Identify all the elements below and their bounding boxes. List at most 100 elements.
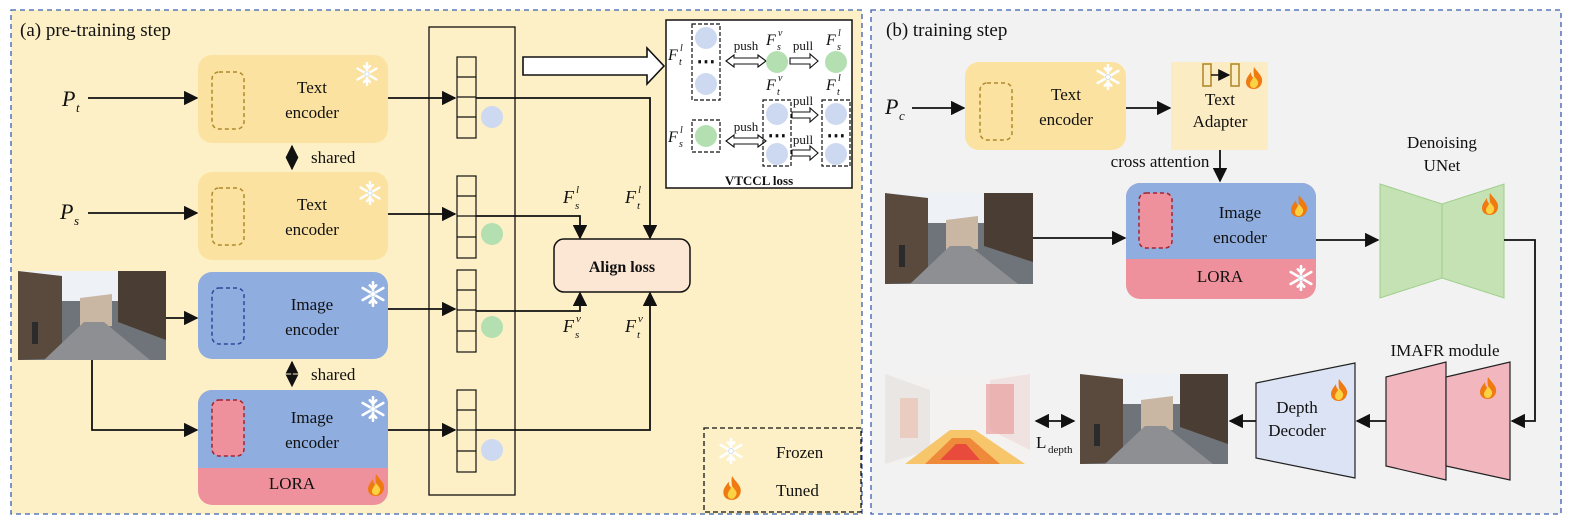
svg-text:IMAFR module: IMAFR module (1390, 341, 1499, 360)
shared-label-2: shared (311, 365, 356, 384)
input-pc: P c (884, 94, 905, 123)
svg-text:encoder: encoder (1213, 228, 1267, 247)
svg-text:depth: depth (1048, 444, 1073, 456)
svg-text:l: l (838, 28, 841, 39)
svg-text:c: c (899, 108, 905, 123)
depth-decoder: Depth Decoder (1255, 362, 1356, 479)
street-image-b1 (885, 193, 1033, 284)
svg-text:v: v (638, 313, 643, 325)
label-fs-v: F v s (562, 313, 581, 341)
pull-label-3: pull (793, 132, 814, 147)
street-image-b2 (1080, 374, 1228, 464)
text-adapter: Text Adapter (1171, 62, 1268, 150)
svg-text:F: F (624, 187, 637, 207)
imafr-module: IMAFR module (1385, 341, 1511, 481)
shared-label-1: shared (311, 148, 356, 167)
svg-text:Text: Text (1205, 90, 1235, 109)
svg-text:Image: Image (1219, 203, 1261, 222)
feature-stack-2 (456, 175, 477, 259)
svg-text:⋯: ⋯ (697, 52, 716, 73)
feature-circle-visual (481, 439, 503, 461)
svg-text:t: t (837, 87, 840, 98)
vtccl-ft-l-label: F l t (667, 43, 683, 68)
svg-text:encoder: encoder (1039, 110, 1093, 129)
big-arrow-to-vtccl (522, 45, 666, 87)
svg-text:P: P (884, 94, 898, 119)
svg-text:F: F (765, 77, 776, 94)
text-encoder-b: Text encoder (965, 62, 1126, 150)
svg-text:F: F (562, 187, 575, 207)
svg-text:P: P (61, 86, 75, 111)
depth-map-image (885, 374, 1030, 464)
vtccl-ft-v-label: F v t (765, 73, 783, 98)
pull-label-1: pull (793, 38, 814, 53)
svg-text:Image: Image (291, 408, 333, 427)
vtccl-fs-l-label-2: F l s (667, 125, 683, 150)
lora-label-b: LORA (1197, 267, 1244, 286)
svg-text:F: F (825, 77, 836, 94)
svg-text:s: s (837, 42, 841, 53)
svg-text:Denoising: Denoising (1407, 133, 1477, 152)
svg-text:s: s (777, 42, 781, 53)
legend-frozen: Frozen (776, 443, 824, 462)
svg-text:t: t (76, 100, 80, 115)
svg-text:s: s (679, 139, 683, 150)
image-encoder-1: Image encoder (198, 272, 388, 359)
svg-text:v: v (576, 313, 581, 325)
svg-text:l: l (638, 184, 641, 196)
svg-text:P: P (59, 199, 73, 224)
svg-text:s: s (74, 213, 79, 228)
feature-circle-text (481, 106, 503, 128)
feature-stack-4 (456, 389, 477, 473)
vtccl-title: VTCCL loss (725, 173, 793, 188)
image-encoder-b: Image encoder LORA (1126, 183, 1316, 299)
legend-tuned: Tuned (776, 481, 819, 500)
l-depth-label: L depth (1036, 433, 1073, 456)
label-ft-v: F v t (624, 313, 643, 341)
feature-circle-source-text (481, 223, 503, 245)
legend: Frozen Tuned (703, 427, 862, 513)
svg-text:Text: Text (1051, 85, 1081, 104)
feature-column (428, 26, 516, 496)
svg-text:t: t (777, 87, 780, 98)
svg-text:v: v (778, 73, 783, 84)
panel-a-title: (a) pre-training step (20, 20, 171, 41)
svg-text:F: F (667, 129, 678, 146)
svg-text:⋯: ⋯ (827, 126, 846, 147)
input-ps: P s (59, 199, 79, 228)
svg-text:F: F (667, 47, 678, 64)
svg-text:l: l (576, 184, 579, 196)
svg-text:l: l (680, 43, 683, 54)
push-label-2: push (734, 119, 759, 134)
feature-circle-source-visual (481, 316, 503, 338)
svg-text:F: F (562, 316, 575, 336)
vtccl-box: F l t ⋯ push F v s pull F l s F l s (665, 19, 853, 189)
svg-text:encoder: encoder (285, 433, 339, 452)
svg-text:encoder: encoder (285, 103, 339, 122)
svg-text:F: F (825, 32, 836, 49)
vtccl-fs-l-label: F l s (825, 28, 841, 53)
cross-attention-label: cross attention (1111, 152, 1210, 171)
svg-text:l: l (838, 73, 841, 84)
svg-text:encoder: encoder (285, 220, 339, 239)
svg-text:UNet: UNet (1424, 156, 1461, 175)
svg-text:t: t (637, 200, 641, 212)
svg-text:Depth: Depth (1276, 398, 1318, 417)
svg-text:Decoder: Decoder (1268, 421, 1326, 440)
vtccl-fs-v-label: F v s (765, 28, 783, 53)
denoising-unet: Denoising UNet (1379, 133, 1505, 299)
input-pt: P t (61, 86, 80, 115)
svg-text:v: v (778, 28, 783, 39)
svg-text:F: F (624, 316, 637, 336)
svg-text:Text: Text (297, 78, 327, 97)
svg-text:s: s (575, 329, 579, 341)
svg-text:L: L (1036, 433, 1046, 452)
label-fs-l: F l s (562, 184, 579, 212)
align-loss-box: Align loss (553, 238, 691, 293)
svg-text:encoder: encoder (285, 320, 339, 339)
text-encoder-2: Text encoder (198, 172, 388, 260)
image-encoder-2: Image encoder LORA (198, 390, 388, 505)
svg-text:s: s (575, 200, 579, 212)
